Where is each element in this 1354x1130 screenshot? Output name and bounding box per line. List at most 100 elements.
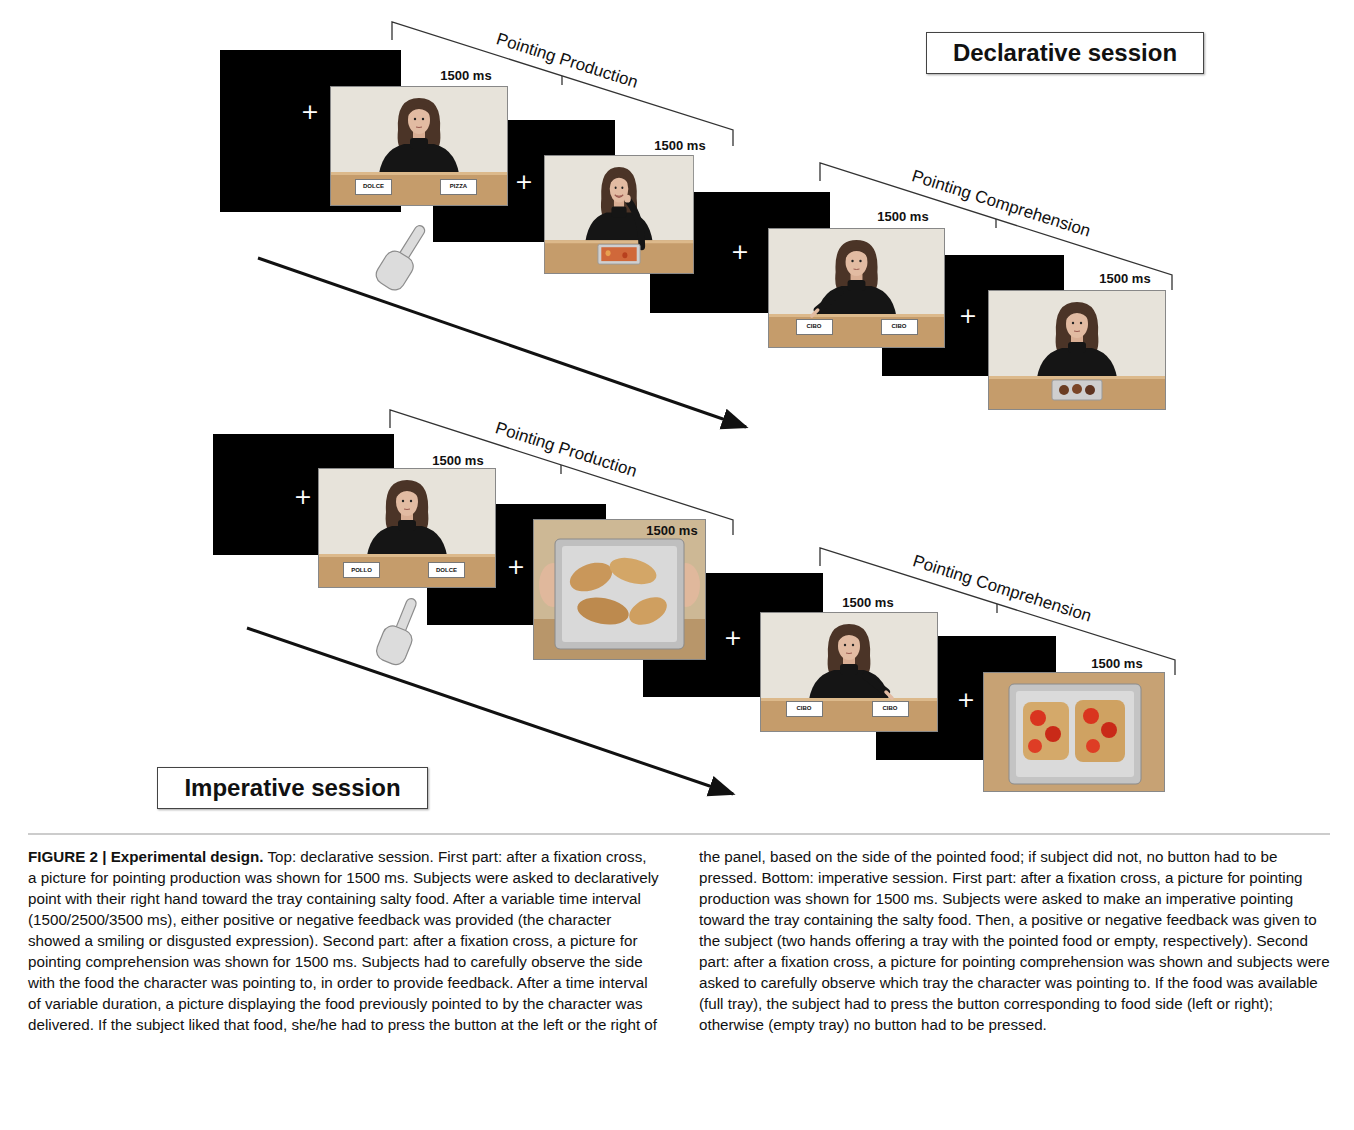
fixation-screen: +: [213, 434, 318, 555]
stimulus-photo: [1086, 739, 1100, 753]
food-card: CIBO: [881, 319, 918, 335]
card-label: CIBO: [892, 323, 907, 330]
stimulus-photo: [768, 228, 945, 348]
phase-bracket: [820, 163, 1172, 290]
stimulus-photo: [1059, 385, 1069, 395]
food-card: POLLO: [343, 562, 380, 578]
duration-label: 1500 ms: [646, 523, 697, 538]
duration-label: 1500 ms: [842, 595, 893, 610]
stimulus-photo: [330, 86, 508, 206]
stimulus-photo: [606, 250, 611, 256]
stimulus-photo: [812, 310, 818, 316]
duration-label: 1500 ms: [654, 138, 705, 153]
duration-label: 1500 ms: [1099, 271, 1150, 286]
timeline-arrow: [258, 258, 746, 427]
caption-rule: [28, 834, 1330, 835]
stimulus-photo: [601, 247, 636, 261]
food-card: PIZZA: [440, 179, 477, 195]
stimulus-photo: [760, 612, 938, 732]
food-card: DOLCE: [428, 562, 465, 578]
stimulus-photo: [622, 252, 627, 258]
fixation-cross: +: [301, 101, 319, 123]
stimulus-photo: [988, 290, 1166, 410]
fixation-cross: +: [507, 556, 525, 578]
stimulus-photo: [575, 594, 631, 629]
duration-label: 1500 ms: [877, 209, 928, 224]
stimulus-photo: [615, 195, 623, 197]
food-card: CIBO: [872, 701, 909, 717]
pointing-hand-icon: [374, 593, 427, 667]
stimulus-photo: [544, 155, 694, 274]
stimulus-photo: [1009, 684, 1141, 784]
phase-bracket: [390, 410, 733, 535]
phase-label: Pointing Comprehension: [909, 166, 1093, 241]
card-label: CIBO: [807, 323, 822, 330]
stimulus-photo: [1023, 702, 1069, 760]
duration-label: 1500 ms: [432, 453, 483, 468]
stimulus-photo: [624, 195, 631, 203]
fixation-cross: +: [959, 305, 977, 327]
stimulus-photo: [1085, 385, 1095, 395]
stimulus-photo: [983, 672, 1165, 792]
caption-heading: FIGURE 2 | Experimental design.: [28, 848, 264, 865]
food-card: CIBO: [796, 319, 833, 335]
food-card: CIBO: [786, 701, 823, 717]
fixation-cross: +: [515, 171, 533, 193]
duration-label: 1500 ms: [440, 68, 491, 83]
session-title: Imperative session: [184, 774, 400, 803]
phase-bracket: [392, 22, 733, 146]
phase-bracket: [820, 548, 1175, 675]
session-label-box: Imperative session: [157, 767, 428, 809]
fixation-screen: +: [945, 255, 988, 376]
fixation-cross: +: [957, 689, 975, 711]
stimulus-photo: [534, 520, 706, 660]
phase-label: Pointing Comprehension: [910, 551, 1094, 626]
stimulus-photo: [1016, 691, 1134, 777]
stimulus-photo: [886, 692, 892, 698]
stimulus-photo: [768, 228, 945, 348]
fixation-cross: +: [731, 241, 749, 263]
card-label: POLLO: [351, 567, 372, 574]
phase-bracket: [996, 604, 997, 613]
stimulus-photo: [533, 519, 706, 660]
stimulus-photo: [566, 557, 616, 596]
black-screens: [213, 50, 1064, 760]
stimulus-photo: [533, 519, 706, 660]
food-card: DOLCE: [355, 179, 392, 195]
fixation-screen: +: [508, 120, 544, 242]
figure-caption: FIGURE 2 | Experimental design. Top: dec…: [28, 846, 1330, 1035]
fixation-screen: +: [496, 504, 533, 625]
stimulus-photo: [1052, 380, 1102, 400]
stimulus-photo: [625, 592, 671, 631]
pointing-hand-icon: [372, 218, 435, 293]
timeline-arrow: [247, 258, 746, 794]
stimulus-photo: [555, 539, 684, 649]
phase-bracket: [560, 465, 561, 474]
fixation-screen: +: [706, 573, 760, 697]
session-title: Declarative session: [953, 39, 1177, 68]
fixation-cross: +: [724, 627, 742, 649]
stimulus-photo: [1045, 726, 1061, 742]
card-label: CIBO: [883, 705, 898, 712]
stimulus-photo: [818, 292, 840, 310]
stimulus-photo: [984, 673, 1165, 792]
phase-label: Pointing Production: [493, 418, 640, 482]
stimulus-photo: [607, 553, 660, 589]
stimulus-photo: [562, 546, 677, 642]
stimulus-photo: [866, 676, 886, 692]
stimulus-photo: [983, 672, 1165, 792]
phase-label: Pointing Production: [494, 29, 641, 93]
stimulus-photo: [988, 290, 1166, 410]
pointing-hand-icon: [374, 623, 415, 668]
stimulus-photo: [318, 468, 496, 588]
stimulus-photo: [1083, 708, 1099, 724]
stimulus-photo: [330, 86, 508, 206]
session-label-box: Declarative session: [926, 32, 1204, 74]
phase-bracket: [390, 22, 1175, 675]
fixation-cross: +: [294, 486, 312, 508]
card-label: PIZZA: [450, 183, 467, 190]
duration-label: 1500 ms: [1091, 656, 1142, 671]
phase-bracket: [995, 219, 996, 228]
card-label: DOLCE: [363, 183, 384, 190]
